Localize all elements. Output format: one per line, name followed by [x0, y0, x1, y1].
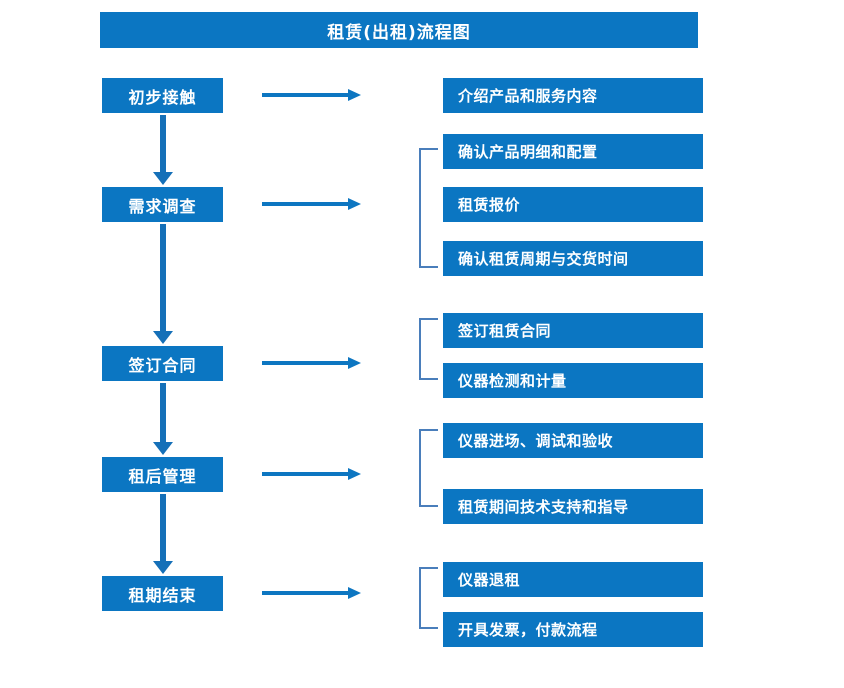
stage-box-5[interactable]: 租期结束 [102, 576, 223, 611]
right-arrow-icon-1 [262, 89, 362, 101]
stage-label-5: 租期结束 [128, 585, 197, 605]
detail-box-10[interactable]: 开具发票，付款流程 [443, 612, 703, 647]
detail-box-7[interactable]: 仪器进场、调试和验收 [443, 423, 703, 458]
bracket-group-5 [419, 567, 438, 629]
detail-label-1: 介绍产品和服务内容 [458, 87, 598, 105]
detail-label-2: 确认产品明细和配置 [458, 143, 598, 161]
detail-label-9: 仪器退租 [458, 571, 521, 589]
stage-box-1[interactable]: 初步接触 [102, 78, 223, 113]
right-arrow-icon-3 [262, 357, 362, 369]
stage-box-2[interactable]: 需求调查 [102, 187, 223, 222]
detail-label-3: 租赁报价 [458, 196, 521, 214]
stage-label-4: 租后管理 [128, 466, 197, 486]
detail-label-7: 仪器进场、调试和验收 [458, 432, 614, 450]
detail-label-4: 确认租赁周期与交货时间 [458, 250, 629, 268]
right-arrow-icon-5 [262, 587, 362, 599]
stage-box-4[interactable]: 租后管理 [102, 457, 223, 492]
detail-box-5[interactable]: 签订租赁合同 [443, 313, 703, 348]
down-arrow-icon-3 [153, 383, 173, 455]
detail-label-5: 签订租赁合同 [458, 322, 552, 340]
detail-box-3[interactable]: 租赁报价 [443, 187, 703, 222]
bracket-group-3 [419, 318, 438, 380]
down-arrow-icon-4 [153, 494, 173, 574]
detail-label-8: 租赁期间技术支持和指导 [458, 498, 629, 516]
detail-label-10: 开具发票，付款流程 [458, 621, 598, 639]
stage-box-3[interactable]: 签订合同 [102, 346, 223, 381]
detail-box-9[interactable]: 仪器退租 [443, 562, 703, 597]
detail-box-2[interactable]: 确认产品明细和配置 [443, 134, 703, 169]
detail-box-1[interactable]: 介绍产品和服务内容 [443, 78, 703, 113]
down-arrow-icon-1 [153, 115, 173, 185]
detail-box-8[interactable]: 租赁期间技术支持和指导 [443, 489, 703, 524]
stage-label-2: 需求调查 [128, 196, 197, 216]
right-arrow-icon-2 [262, 198, 362, 210]
detail-box-6[interactable]: 仪器检测和计量 [443, 363, 703, 398]
stage-label-1: 初步接触 [128, 87, 197, 107]
detail-label-6: 仪器检测和计量 [458, 372, 567, 390]
right-arrow-icon-4 [262, 468, 362, 480]
bracket-group-4 [419, 429, 438, 507]
diagram-title: 租赁(出租)流程图 [100, 12, 698, 48]
bracket-group-2 [419, 148, 438, 268]
stage-label-3: 签订合同 [128, 355, 197, 375]
down-arrow-icon-2 [153, 224, 173, 344]
detail-box-4[interactable]: 确认租赁周期与交货时间 [443, 241, 703, 276]
